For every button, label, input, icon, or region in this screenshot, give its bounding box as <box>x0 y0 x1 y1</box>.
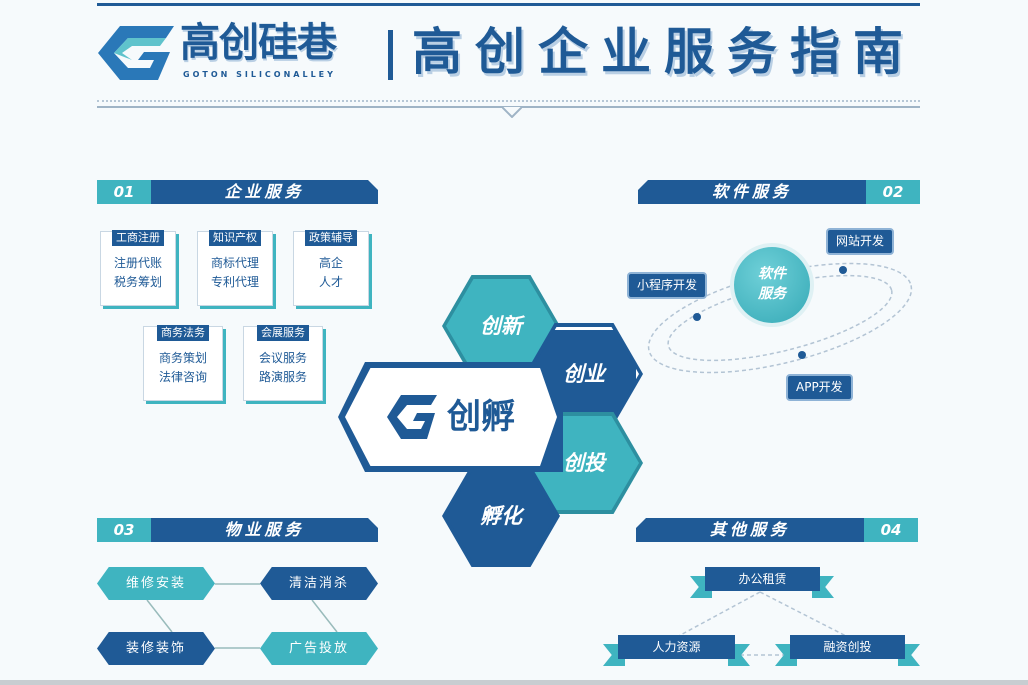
section-header-property: 03 物业服务 <box>97 518 378 542</box>
circle-line: 软件 <box>758 266 786 282</box>
section-header-other: 其他服务 04 <box>636 518 918 542</box>
dotted-rule <box>97 100 920 102</box>
connector-lines <box>674 591 851 656</box>
card-line: 法律咨询 <box>158 370 207 384</box>
brand-name: 高创硅巷 <box>180 20 337 66</box>
section-header-software: 软件服务 02 <box>638 180 920 204</box>
property-item: 装修装饰 <box>97 632 215 665</box>
card-tag: 会展服务 <box>257 325 309 341</box>
card-line: 商务策划 <box>158 351 207 365</box>
property-item: 清洁消杀 <box>260 567 378 600</box>
orbit-dot <box>693 313 701 321</box>
brand-logo-icon <box>98 26 174 80</box>
bubble-app: APP开发 <box>786 374 853 401</box>
card-line: 路演服务 <box>258 370 307 384</box>
section-number: 01 <box>97 180 151 204</box>
other-item: 人力资源 <box>618 635 735 659</box>
brand-english: GOTON SILICONALLEY <box>183 70 336 79</box>
orbit-dot <box>798 351 806 359</box>
section-title: 其他服务 <box>636 518 864 542</box>
service-card: 商务法务商务策划法律咨询 <box>143 325 223 401</box>
incubator-logo-icon <box>387 395 437 439</box>
section-title: 企业服务 <box>151 180 378 204</box>
circle-line: 服务 <box>758 286 786 302</box>
title-divider <box>388 30 393 80</box>
service-card: 会展服务会议服务路演服务 <box>243 325 323 401</box>
notch-icon <box>502 106 522 118</box>
hex-label: 孵化 <box>446 469 556 563</box>
center-logo-text: 创孵 <box>447 397 515 437</box>
section-title: 软件服务 <box>638 180 866 204</box>
bubble-website: 网站开发 <box>826 228 895 255</box>
section-header-enterprise: 01 企业服务 <box>97 180 378 204</box>
service-card: 知识产权商标代理专利代理 <box>197 230 273 306</box>
card-line: 商标代理 <box>210 256 259 270</box>
hex-incubation: 孵化 <box>442 465 560 567</box>
orbit-dot <box>839 266 847 274</box>
property-item: 维修安装 <box>97 567 215 600</box>
section-number: 03 <box>97 518 151 542</box>
other-item: 办公租赁 <box>705 567 820 591</box>
card-line: 会议服务 <box>258 351 307 365</box>
section-title: 物业服务 <box>151 518 378 542</box>
card-line: 专利代理 <box>210 275 259 289</box>
property-item: 广告投放 <box>260 632 378 665</box>
page-title: 高创企业服务指南 <box>412 23 916 81</box>
section-number: 02 <box>866 180 920 204</box>
other-item: 融资创投 <box>790 635 905 659</box>
section-number: 04 <box>864 518 918 542</box>
card-tag: 工商注册 <box>112 230 164 246</box>
center-logo: 创孵 <box>345 368 557 466</box>
card-line: 人才 <box>318 275 343 289</box>
card-tag: 政策辅导 <box>305 230 357 246</box>
card-line: 税务筹划 <box>113 275 162 289</box>
service-card: 政策辅导高企人才 <box>293 230 369 306</box>
service-card: 工商注册注册代账税务筹划 <box>100 230 176 306</box>
connector-lines <box>146 583 338 649</box>
card-line: 注册代账 <box>113 256 162 270</box>
bottom-bar <box>0 680 1028 685</box>
top-rule <box>97 3 920 6</box>
bubble-mini-program: 小程序开发 <box>627 272 708 299</box>
card-tag: 商务法务 <box>157 325 209 341</box>
card-line: 高企 <box>318 256 343 270</box>
card-tag: 知识产权 <box>209 230 261 246</box>
software-core-circle: 软件服务 <box>734 247 810 323</box>
